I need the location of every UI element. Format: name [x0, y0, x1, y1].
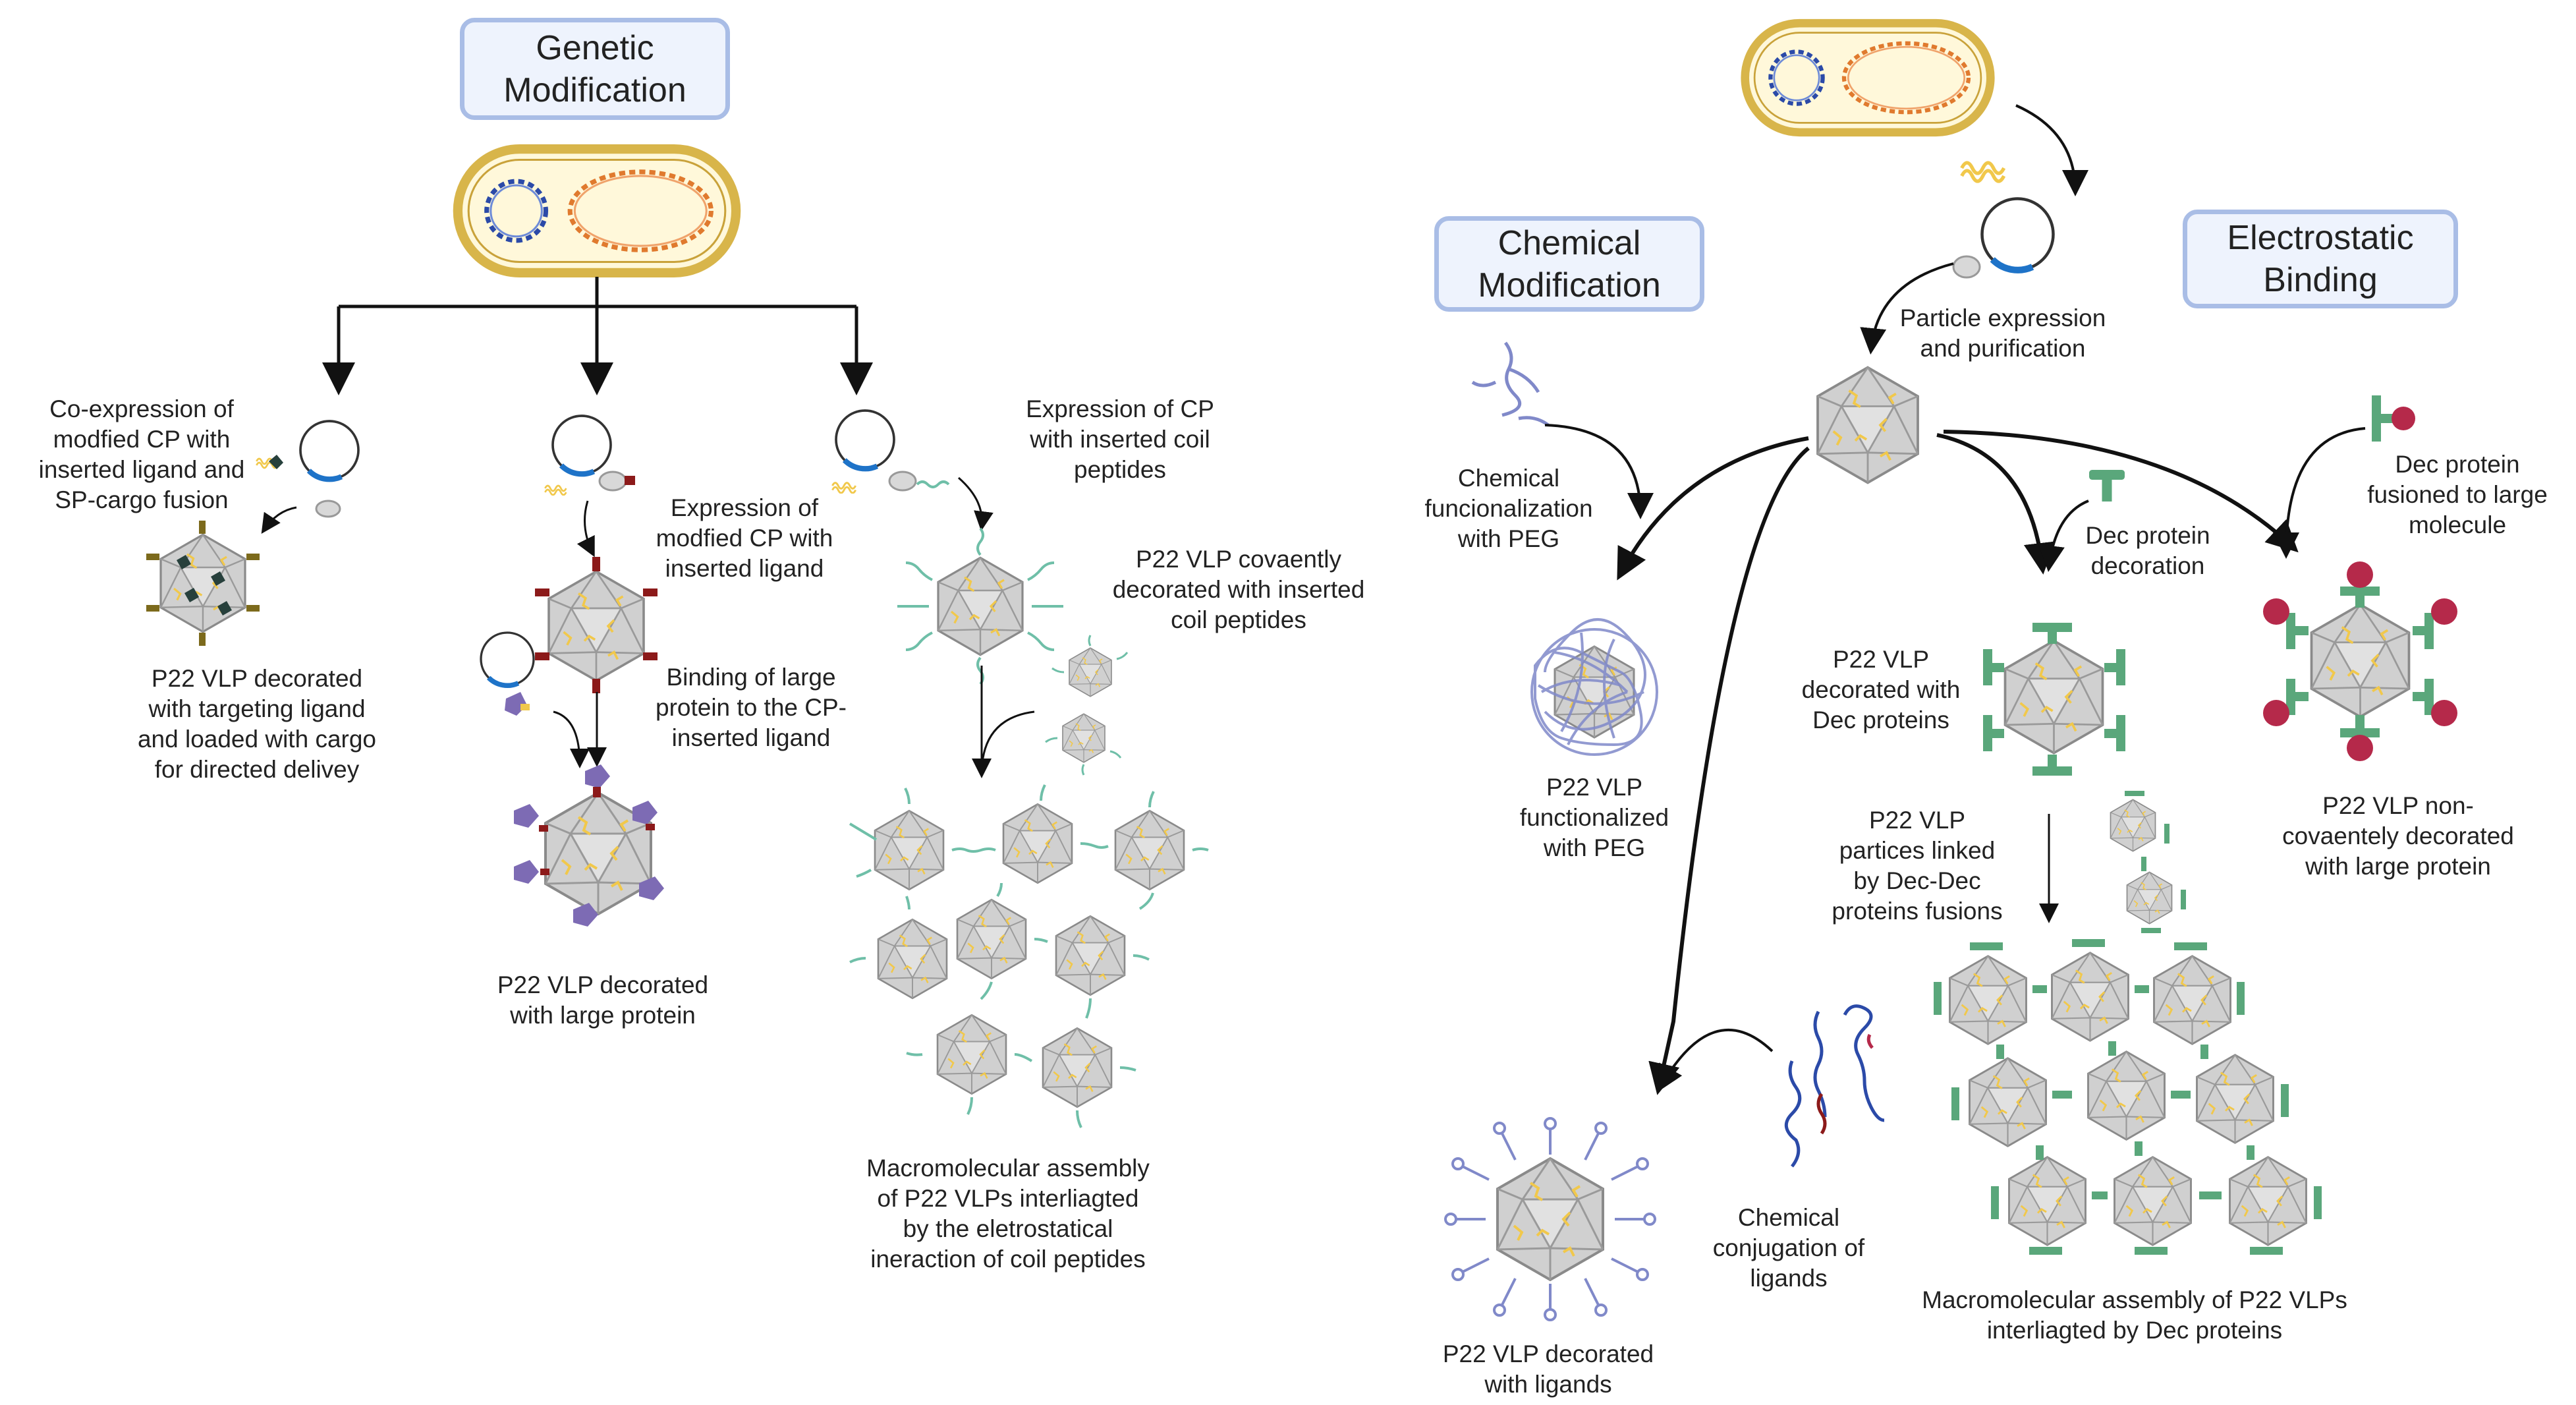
label-vlp-ligands: P22 VLP decorated with ligands — [1442, 1340, 1654, 1398]
vlp-targeting-ligand — [146, 521, 260, 646]
label-expression-ligand: Expression of modfied CP with inserted l… — [656, 494, 833, 582]
label-vlp-noncovalent: P22 VLP non- covaentely decorated with l… — [2282, 792, 2514, 880]
label-coexpression: Co-expression of modfied CP with inserte… — [38, 395, 245, 513]
label-vlp-large-protein: P22 VLP decorated with large protein — [497, 971, 709, 1029]
plasmid-icon — [300, 421, 358, 479]
coil-assembly — [849, 784, 1209, 1128]
label-particle-expression: Particle expression and purification — [1899, 304, 2106, 362]
label-vlp-coil: P22 VLP covaently decorated with inserte… — [1112, 546, 1365, 633]
dec-fusion-icon — [2273, 395, 2415, 559]
vlp-inserted-ligand — [535, 557, 658, 693]
coexpression-construct — [256, 421, 358, 534]
label-binding-large: Binding of large protein to the CP- inse… — [656, 664, 847, 751]
header-chemical-modification: Chemical Modification — [1434, 216, 1704, 312]
vlp-large-protein — [514, 764, 664, 927]
label-dec-decoration: Dec protein decoration — [2085, 522, 2210, 579]
label-linked-dec: P22 VLP partices linked by Dec-Dec prote… — [1832, 807, 2003, 925]
peptide-icon — [544, 484, 567, 496]
central-vlp — [1816, 366, 1919, 484]
label-chem-peg: Chemical funcionalization with PEG — [1424, 465, 1593, 552]
label-expression-coil: Expression of CP with inserted coil pept… — [1026, 395, 1214, 483]
linked-dec-vlps — [2039, 791, 2186, 933]
small-coil-vlps — [972, 635, 1129, 778]
arrow-cell-to-plasmid — [2015, 104, 2088, 196]
arrow-dec — [2038, 500, 2089, 572]
label-vlp-targeting: P22 VLP decorated with targeting ligand … — [137, 665, 377, 783]
dec-protein-icon — [2089, 470, 2125, 502]
large-protein-binding — [481, 633, 607, 768]
tree-arrows-genetic — [322, 277, 873, 395]
label-chem-conjugation: Chemical conjugation of ligands — [1712, 1204, 1865, 1292]
label-coil-assembly: Macromolecular assembly of P22 VLPs inte… — [866, 1155, 1150, 1273]
vlp-dec — [1983, 623, 2125, 776]
header-genetic-modification: Genetic Modification — [460, 18, 730, 120]
ligand-icon — [269, 455, 283, 469]
vlp-coil-decorated — [897, 527, 1063, 685]
label-dec-assembly: Macromolecular assembly of P22 VLPs inte… — [1922, 1286, 2347, 1344]
dec-assembly — [1934, 939, 2322, 1255]
plasmid-icon — [553, 416, 611, 474]
vlp-ligands — [1444, 1117, 1656, 1321]
vlp-peg — [1530, 618, 1658, 756]
label-vlp-peg: P22 VLP functionalized with PEG — [1519, 774, 1669, 861]
branch-arrows — [1617, 430, 2299, 1095]
bacterial-cell-genetic — [458, 149, 736, 273]
vlp-noncovalent — [2263, 561, 2457, 761]
bacterial-cell-right — [1745, 23, 1991, 132]
cargo-icon — [315, 500, 341, 518]
label-dec-fusion: Dec protein fusioned to large molecule — [2367, 451, 2548, 538]
ligand-molecules — [1658, 1004, 1885, 1168]
ligand-construct — [544, 416, 635, 558]
label-vlp-dec: P22 VLP decorated with Dec proteins — [1801, 646, 1961, 733]
header-electrostatic-binding: Electrostatic Binding — [2183, 210, 2458, 308]
coil-construct — [831, 411, 994, 531]
peg-molecule — [1471, 341, 1654, 519]
expression-construct — [1860, 163, 2054, 355]
